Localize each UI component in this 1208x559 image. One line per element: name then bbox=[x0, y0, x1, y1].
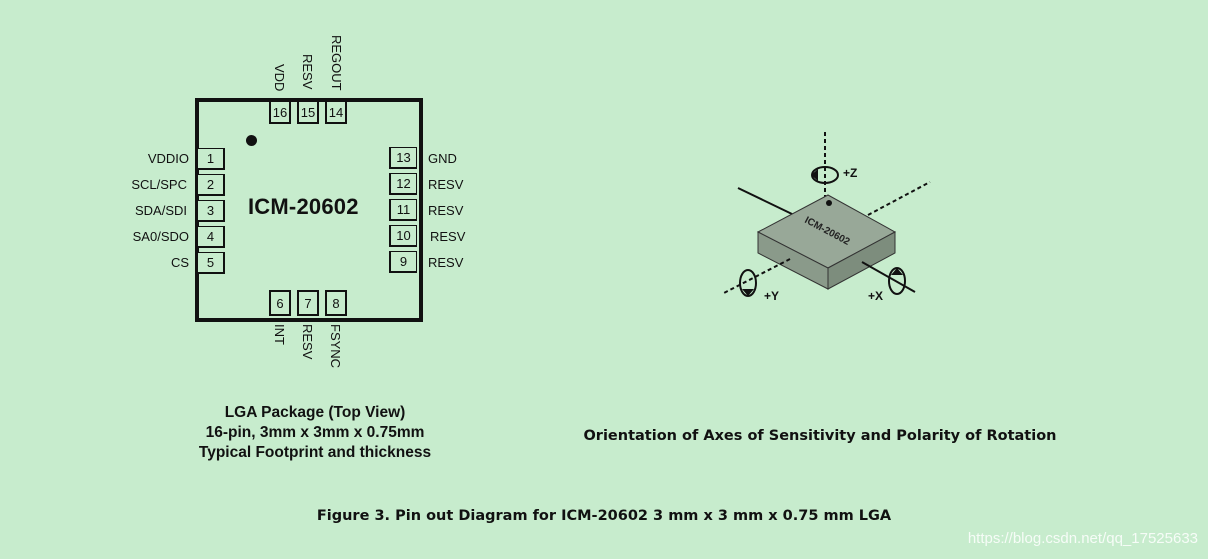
pin-16: 16 bbox=[269, 100, 291, 124]
package-caption-line-2: 16-pin, 3mm x 3mm x 0.75mm bbox=[205, 424, 425, 441]
pin-16-label: VDD bbox=[272, 64, 287, 92]
pin-4-label: SA0/SDO bbox=[132, 229, 189, 244]
pin-6: 6 bbox=[269, 290, 291, 316]
pin-12: 12 bbox=[389, 173, 417, 195]
figure-caption: Figure 3. Pin out Diagram for ICM-20602 … bbox=[316, 508, 892, 524]
z-axis-label: +Z bbox=[843, 166, 857, 180]
pin-3-label: SDA/SDI bbox=[134, 203, 187, 218]
x-rotation-arrow-icon bbox=[888, 267, 906, 295]
pin-12-label: RESV bbox=[428, 177, 464, 192]
x-axis-back bbox=[737, 187, 793, 215]
pin-4: 4 bbox=[197, 226, 225, 248]
pin-13: 13 bbox=[389, 147, 417, 169]
package-caption: LGA Package (Top View) 16-pin, 3mm x 3mm… bbox=[165, 403, 465, 463]
x-axis-label: +X bbox=[868, 289, 883, 303]
pin-1: 1 bbox=[197, 148, 225, 170]
pin-5: 5 bbox=[197, 252, 225, 274]
pin-6-label: INT bbox=[272, 324, 287, 345]
y-axis-back bbox=[867, 181, 931, 216]
pin-11: 11 bbox=[389, 199, 417, 221]
axes-pin1-dot bbox=[826, 200, 832, 206]
pin-10: 10 bbox=[389, 225, 417, 247]
y-rotation-arrow-icon bbox=[739, 269, 757, 297]
pin-2-label: SCL/SPC bbox=[131, 177, 187, 192]
pin-13-label: GND bbox=[428, 151, 457, 166]
pin-9-label: RESV bbox=[428, 255, 464, 270]
pin-10-label: RESV bbox=[430, 229, 466, 244]
pin-7: 7 bbox=[297, 290, 319, 316]
axes-diagram: ICM-20602 +Z +Y +X bbox=[721, 132, 931, 303]
pin-9: 9 bbox=[389, 251, 417, 273]
pin-14: 14 bbox=[325, 100, 347, 124]
z-rotation-arrow-icon bbox=[811, 166, 839, 184]
chip-name: ICM-20602 bbox=[248, 194, 359, 219]
pin-7-label: RESV bbox=[300, 324, 315, 360]
package-caption-line-1: LGA Package (Top View) bbox=[224, 404, 406, 421]
pin1-marker-dot bbox=[246, 135, 257, 146]
pin-8-label: FSYNC bbox=[328, 324, 343, 369]
axes-caption: Orientation of Axes of Sensitivity and P… bbox=[583, 428, 1057, 444]
watermark: https://blog.csdn.net/qq_17525633 bbox=[967, 530, 1198, 547]
y-axis-label: +Y bbox=[764, 289, 779, 303]
pin-2: 2 bbox=[197, 174, 225, 196]
pin-11-label: RESV bbox=[428, 203, 464, 218]
pin-1-label: VDDIO bbox=[147, 151, 189, 166]
chip-side-face bbox=[827, 231, 896, 290]
pin-5-label: CS bbox=[170, 255, 189, 270]
package-caption-line-3: Typical Footprint and thickness bbox=[198, 444, 432, 461]
pin-15-label: RESV bbox=[300, 54, 315, 90]
pin-3: 3 bbox=[197, 200, 225, 222]
pin-8: 8 bbox=[325, 290, 347, 316]
pin-14-label: REGOUT bbox=[329, 35, 344, 91]
pin-15: 15 bbox=[297, 100, 319, 124]
